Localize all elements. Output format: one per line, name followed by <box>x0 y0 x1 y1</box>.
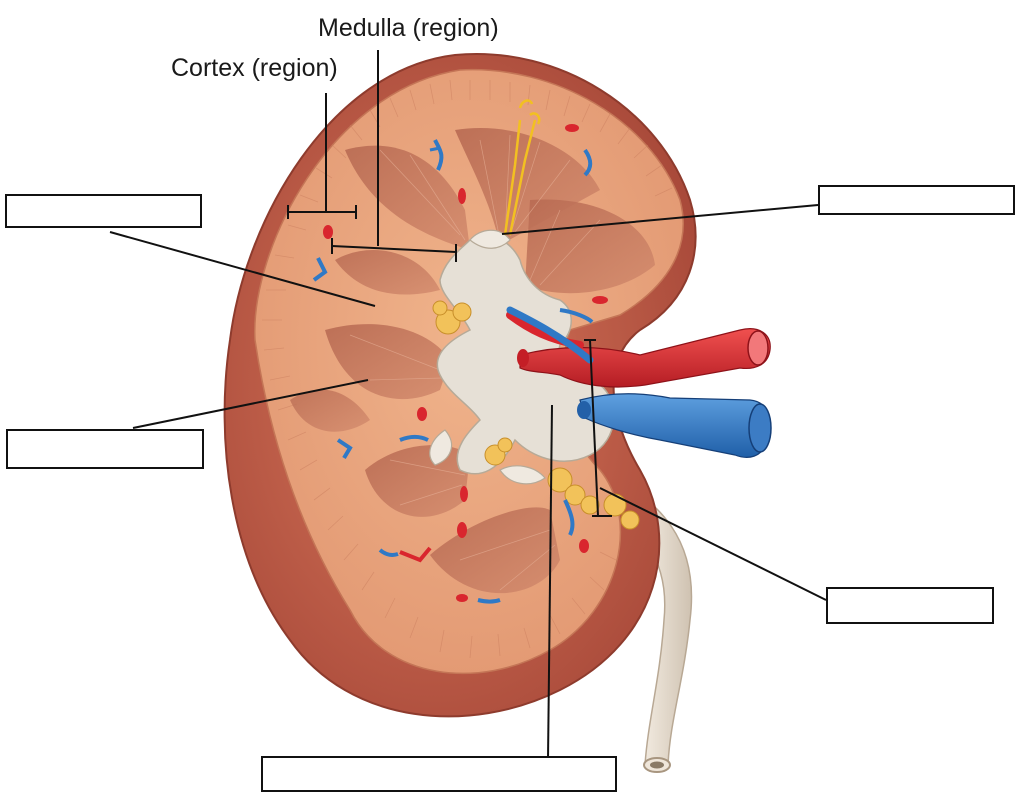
medulla-bracket <box>331 50 457 262</box>
cortex-label: Cortex (region) <box>171 54 338 82</box>
pyramid-6 <box>365 445 470 517</box>
pyramid-1 <box>455 128 600 245</box>
cortical-vessels <box>312 124 608 604</box>
blank-box-left-upper[interactable] <box>5 194 202 228</box>
blank-box-bottom[interactable] <box>261 756 617 792</box>
pyramid-2 <box>345 145 470 250</box>
pyramid-striations <box>349 134 601 591</box>
cortex-bracket <box>287 93 357 219</box>
pyramid-8 <box>290 389 370 432</box>
pyramid-4 <box>325 324 450 400</box>
medulla-label: Medulla (region) <box>318 14 499 42</box>
blank-box-right-upper[interactable] <box>818 185 1015 215</box>
blank-box-right-lower[interactable] <box>826 587 994 624</box>
renal-vein-opening <box>748 403 772 453</box>
renal-sinus-fat <box>432 300 640 530</box>
renal-artery-opening <box>747 330 769 366</box>
pyramid-5 <box>335 250 440 295</box>
minor-calyces <box>429 229 546 485</box>
blank-box-left-lower[interactable] <box>6 429 204 469</box>
nephron <box>503 99 541 236</box>
pyramid-7 <box>430 507 560 594</box>
vein-branch <box>506 306 594 364</box>
leader-lines <box>109 204 827 761</box>
